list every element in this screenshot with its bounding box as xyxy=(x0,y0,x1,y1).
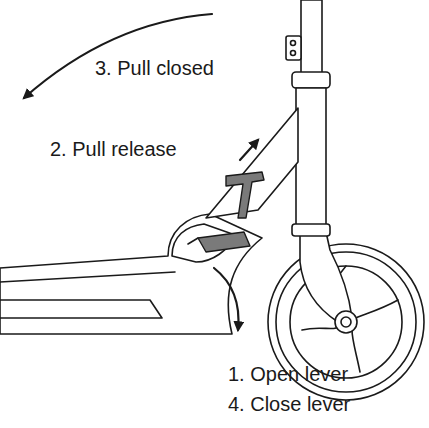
upper-collar xyxy=(292,72,330,88)
clamp-hole xyxy=(291,41,296,46)
deck-edge-line xyxy=(0,272,175,282)
locking-lever xyxy=(198,232,250,252)
front-fork xyxy=(300,232,352,322)
lower-collar xyxy=(292,224,330,236)
hinge-detail xyxy=(188,238,198,244)
release-arrow xyxy=(240,140,258,160)
step-label: 2. Pull release xyxy=(50,137,177,161)
deck-stripe xyxy=(0,300,162,318)
step-label: 4. Close lever xyxy=(228,392,350,416)
fold-arrow xyxy=(24,14,212,98)
lever-arrow xyxy=(214,268,239,330)
step-label: 1. Open lever xyxy=(228,362,348,386)
clamp-bracket xyxy=(286,36,301,60)
scooter-deck xyxy=(0,214,262,334)
folding-neck xyxy=(206,108,298,218)
wheel-hub xyxy=(335,311,357,333)
release-handle xyxy=(226,172,264,218)
handlebar-stem xyxy=(301,0,322,74)
head-tube xyxy=(296,88,326,228)
step-label: 3. Pull closed xyxy=(95,56,214,80)
axle-bolt xyxy=(341,317,351,327)
clamp-hole xyxy=(291,51,296,56)
